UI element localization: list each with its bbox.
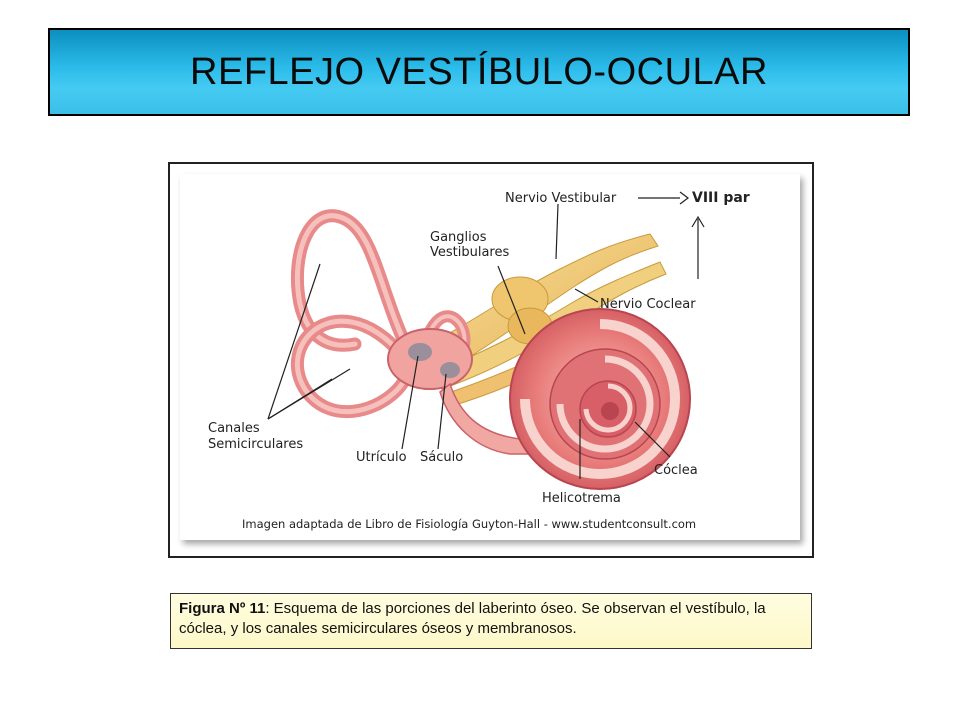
label-viii-par: VIII par	[692, 190, 750, 206]
figure-caption: Figura Nº 11: Esquema de las porciones d…	[170, 593, 812, 649]
figure-frame: Nervio Vestibular VIII par Ganglios Vest…	[168, 162, 814, 558]
label-nervio-coclear: Nervio Coclear	[600, 297, 696, 312]
caption-label: Figura Nº 11	[179, 600, 266, 617]
label-coclea: Cóclea	[654, 463, 698, 478]
label-ganglios-line1: Ganglios	[430, 230, 487, 245]
label-utriculo: Utrículo	[356, 450, 407, 465]
caption-text: : Esquema de las porciones del laberinto…	[179, 600, 766, 637]
semicircular-canals	[290, 209, 471, 419]
label-nervio-vestibular: Nervio Vestibular	[505, 191, 617, 206]
label-ganglios-line2: Vestibulares	[430, 245, 509, 260]
label-canales-line1: Canales	[208, 421, 260, 436]
label-saculo: Sáculo	[420, 450, 463, 465]
cochlea	[509, 308, 691, 490]
image-credit: Imagen adaptada de Libro de Fisiología G…	[242, 517, 696, 531]
figure-panel: Nervio Vestibular VIII par Ganglios Vest…	[180, 174, 800, 540]
diagram-labels: Nervio Vestibular VIII par Ganglios Vest…	[208, 190, 750, 531]
label-helicotrema: Helicotrema	[542, 491, 621, 506]
slide-title: REFLEJO VESTÍBULO-OCULAR	[190, 50, 768, 93]
label-canales-line2: Semicirculares	[208, 437, 303, 452]
title-banner: REFLEJO VESTÍBULO-OCULAR	[48, 28, 910, 116]
inner-ear-diagram: Nervio Vestibular VIII par Ganglios Vest…	[208, 190, 750, 531]
label-leader-lines	[267, 191, 705, 479]
